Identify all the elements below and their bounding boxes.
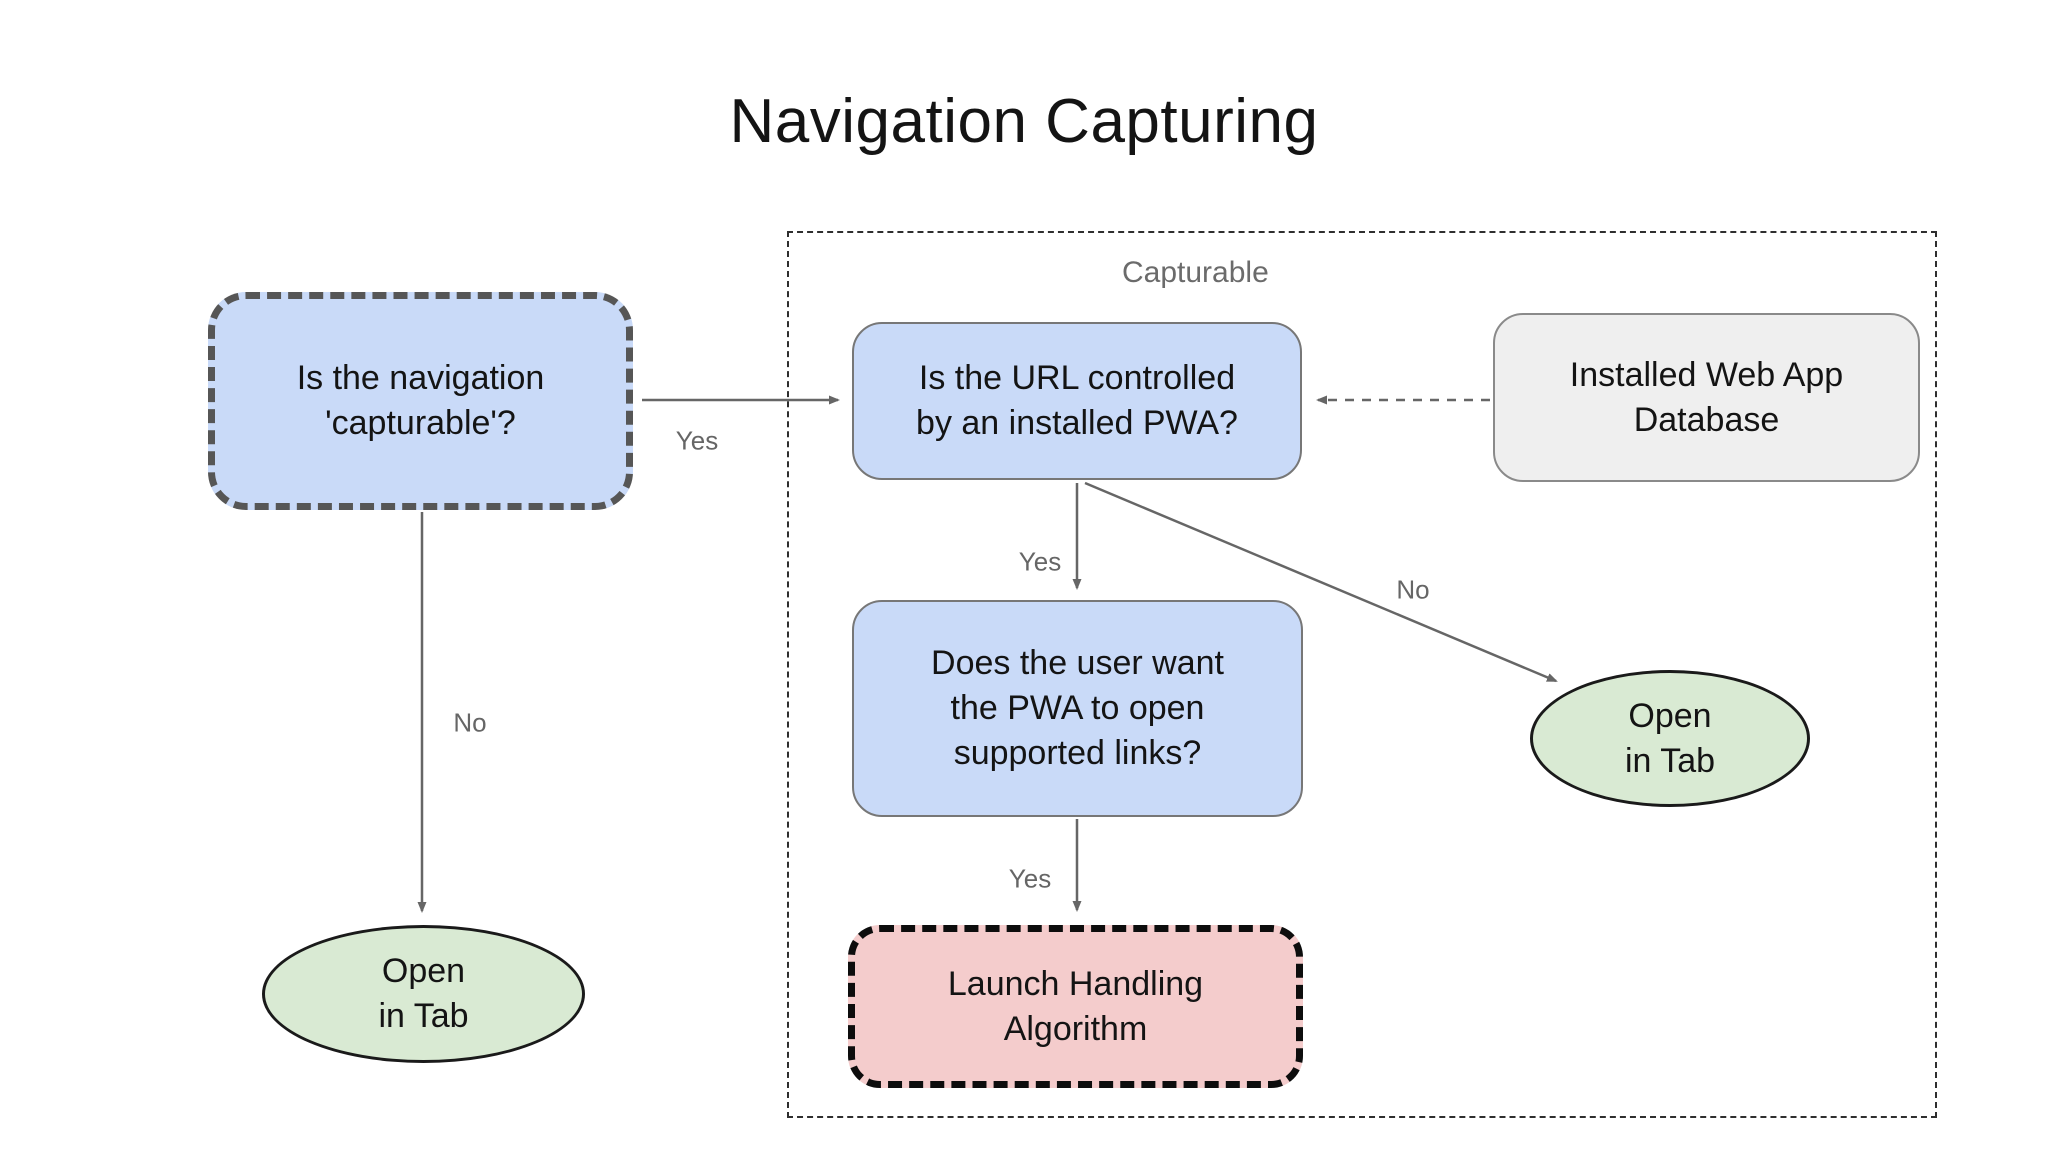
node-is-navigation-capturable: Is the navigation 'capturable'?: [208, 292, 633, 510]
node-label: Launch Handling Algorithm: [947, 964, 1204, 1048]
node-does-user-want-supported-links: Does the user want the PWA to open suppo…: [852, 600, 1303, 817]
edge-label-user-wants-yes: Yes: [1008, 863, 1052, 894]
page-title: Navigation Capturing: [729, 87, 1319, 156]
capturable-group-label: Capturable: [1122, 256, 1269, 289]
node-open-in-tab-left: Open in Tab: [262, 925, 585, 1063]
node-is-url-controlled-by-pwa: Is the URL controlled by an installed PW…: [852, 322, 1302, 480]
node-label: Is the navigation 'capturable'?: [296, 359, 545, 442]
edge-label-url-no: No: [1396, 574, 1430, 605]
node-launch-handling-algorithm: Launch Handling Algorithm: [848, 925, 1303, 1088]
node-label: Installed Web App Database: [1569, 355, 1844, 439]
edge-label-capturable-no: No: [453, 707, 487, 738]
node-installed-web-app-database: Installed Web App Database: [1493, 313, 1920, 482]
node-label: Is the URL controlled by an installed PW…: [916, 359, 1238, 442]
edge-label-capturable-yes: Yes: [675, 425, 719, 456]
node-label: Does the user want the PWA to open suppo…: [931, 644, 1224, 772]
node-label: Open in Tab: [378, 952, 469, 1035]
node-open-in-tab-right: Open in Tab: [1530, 670, 1810, 807]
capturable-group-box: [787, 231, 1937, 1118]
node-label: Open in Tab: [1624, 696, 1716, 780]
edge-label-url-yes: Yes: [1018, 546, 1062, 577]
